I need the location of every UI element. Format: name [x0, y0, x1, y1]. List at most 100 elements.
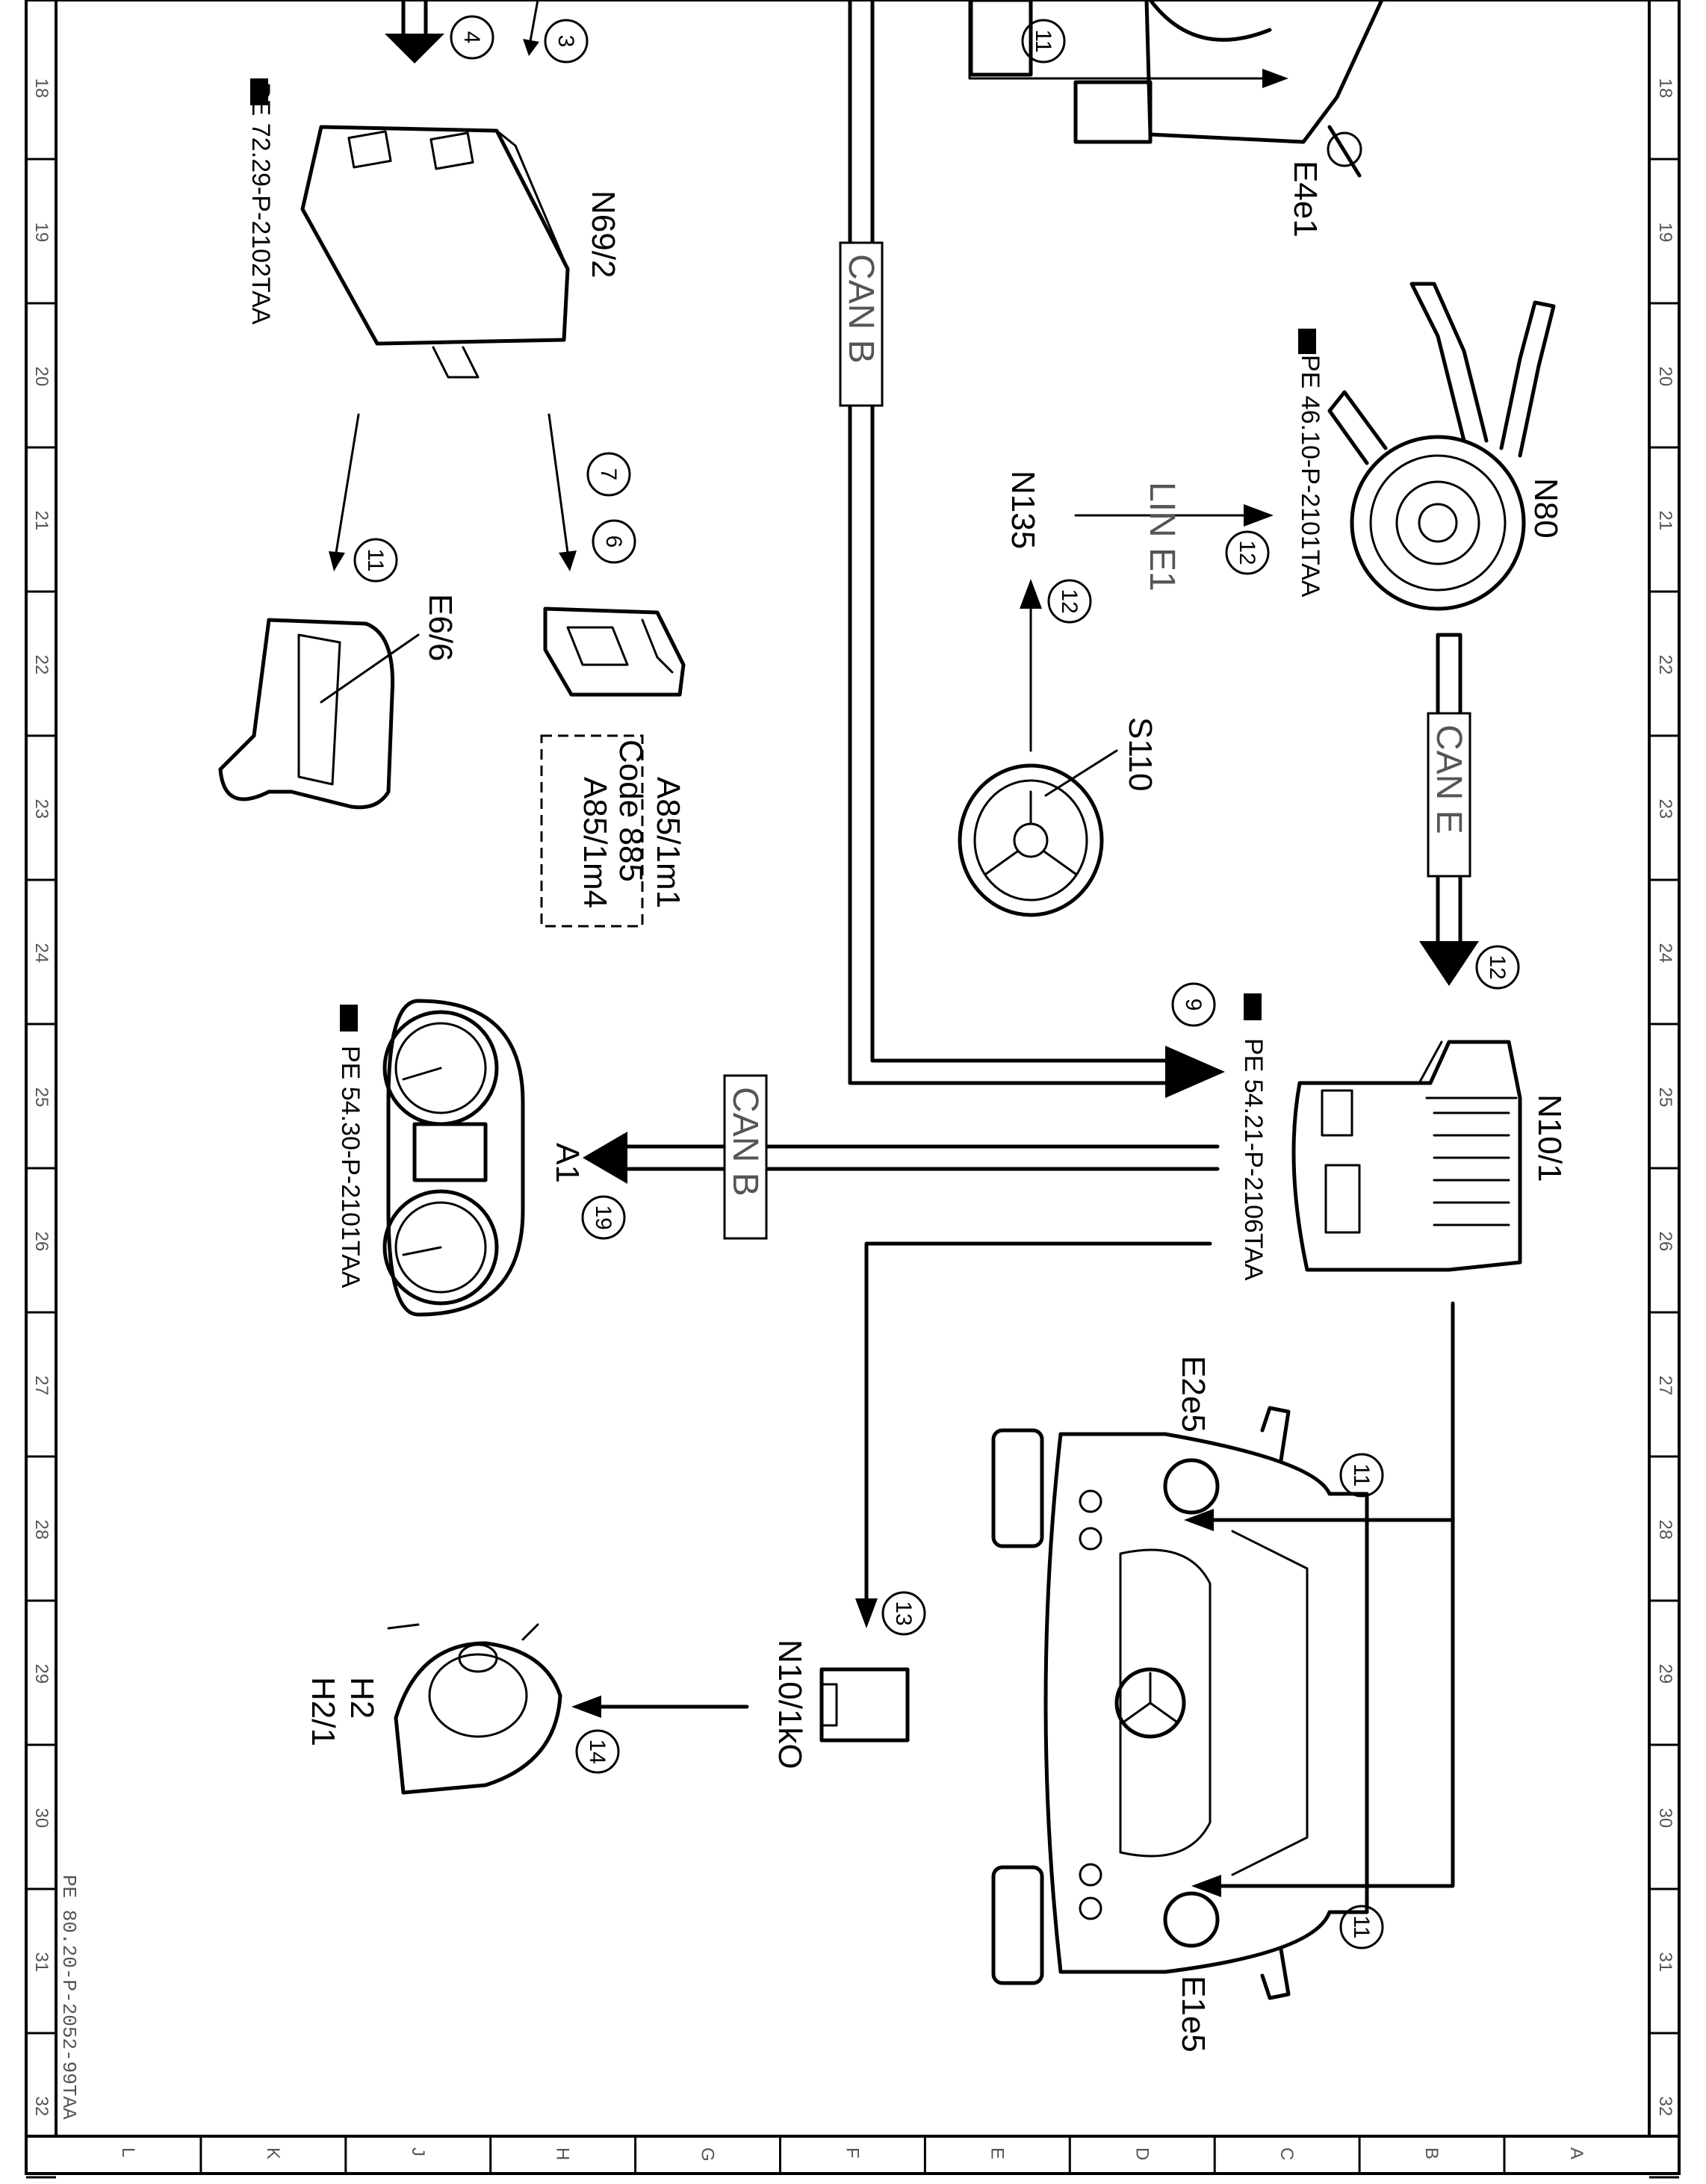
grid-column-label: C — [1277, 2147, 1297, 2160]
a85-label-3: A85/1m4 — [577, 777, 613, 908]
a85-label-1: A85/1m1 — [650, 777, 686, 908]
grid-row-label: 29 — [1655, 1664, 1675, 1684]
grid-row-label: 30 — [31, 1808, 52, 1828]
grid-row-label: 26 — [31, 1232, 52, 1252]
n10-1ko-relay — [819, 1667, 910, 1743]
s110-label: S110 — [1122, 717, 1158, 792]
signal-number-3: 3 — [544, 19, 589, 63]
grid-column-label: J — [408, 2147, 428, 2156]
signal-number-text: 12 — [1485, 955, 1510, 979]
grid-row-label: 28 — [31, 1520, 52, 1540]
n69-2-doc-ref: PE 72.29-P-2102TAA — [246, 82, 275, 325]
grid-row-label: 31 — [1655, 1952, 1675, 1973]
signal-number-6: 6 — [592, 519, 636, 564]
e4e1-vehicle-corner — [969, 0, 1384, 178]
signal-number-text: 7 — [596, 468, 621, 481]
svg-text:CAN B: CAN B — [725, 1087, 765, 1197]
grid-column-label: K — [263, 2147, 283, 2159]
signal-number-text: 6 — [601, 536, 626, 548]
grid-row-label: 22 — [1655, 655, 1675, 675]
pointing-hand-icon — [1244, 993, 1262, 1020]
signal-number-text: 3 — [553, 35, 578, 48]
grid-row-label: 27 — [31, 1376, 52, 1396]
grid-column-label: D — [1132, 2147, 1152, 2160]
pointing-hand-icon — [340, 1005, 358, 1031]
vehicle-front-view — [991, 1406, 1369, 2000]
grid-row-label: 32 — [31, 2097, 52, 2117]
signal-number-11: 11 — [1339, 1905, 1384, 1949]
e1e5-label: E1e5 — [1175, 1976, 1212, 2053]
signal-number-11: 11 — [353, 538, 398, 583]
signal-number-text: 12 — [1235, 540, 1259, 565]
grid-column-label: G — [698, 2147, 718, 2162]
grid-row-label: 23 — [31, 799, 52, 819]
n10-1ko-label: N10/1kO — [772, 1639, 808, 1769]
signal-number-text: 11 — [1349, 1915, 1374, 1938]
grid-row-label: 28 — [1655, 1520, 1675, 1540]
grid-row-label: 19 — [31, 223, 52, 243]
signal-number-4: 4 — [450, 15, 494, 60]
n10-1-label: N10/1 — [1531, 1094, 1568, 1182]
grid-row-label: 24 — [1655, 943, 1675, 964]
grid-column-label: B — [1421, 2147, 1442, 2159]
bus-lin-e1: LIN E1 — [1142, 482, 1182, 592]
grid-column-label: L — [118, 2147, 138, 2157]
signal-number-13: 13 — [881, 1591, 926, 1636]
a85-label-2: Code 885 — [612, 739, 649, 882]
grid-row-label: 21 — [31, 511, 52, 531]
bus-can-b-top: CAN B — [839, 241, 884, 407]
signal-number-text: 11 — [1349, 1463, 1374, 1486]
e2e5-label: E2e5 — [1175, 1356, 1212, 1433]
svg-text:CAN B: CAN B — [841, 254, 881, 364]
n135-label: N135 — [1005, 471, 1041, 549]
a1-doc-ref: PE 54.30-P-2101TAA — [336, 1046, 365, 1288]
signal-number-12: 12 — [1475, 945, 1520, 990]
document-reference: PE 80.20-P-2052-99TAA — [58, 1875, 80, 2120]
signal-number-11: 11 — [1339, 1453, 1384, 1498]
a1-label: A1 — [549, 1143, 586, 1183]
grid-row-label: 27 — [1655, 1376, 1675, 1396]
a85-actuator — [540, 607, 686, 928]
grid-row-label: 22 — [31, 655, 52, 675]
grid-row-label: 18 — [1655, 78, 1675, 99]
signal-number-19: 19 — [581, 1195, 626, 1240]
h2-1-label: H2/1 — [305, 1677, 341, 1746]
signal-number-text: 12 — [1057, 589, 1082, 613]
e6-6-label: E6/6 — [422, 594, 459, 662]
grid-row-label: 18 — [31, 78, 52, 99]
signal-number-12: 12 — [1047, 579, 1092, 624]
grid-row-label: 19 — [1655, 223, 1675, 243]
signal-number-7: 7 — [586, 452, 631, 497]
pointing-hand-icon — [1298, 329, 1316, 354]
grid-row-label: 24 — [31, 943, 52, 964]
n10-1-doc-ref: PE 54.21-P-2106TAA — [1239, 1038, 1268, 1281]
signal-number-9: 9 — [1171, 982, 1216, 1027]
signal-number-text: 19 — [591, 1205, 615, 1229]
bus-can-b-mid: CAN B — [723, 1074, 768, 1240]
e6-6-mirror — [218, 618, 420, 810]
grid-row-label: 20 — [1655, 367, 1675, 387]
n10-1-sam-module — [1291, 1040, 1522, 1272]
grid-row-label: 31 — [31, 1952, 52, 1973]
signal-number-text: 13 — [891, 1601, 916, 1625]
drawing-frame — [25, 0, 1681, 2175]
grid-row-label: 30 — [1655, 1808, 1675, 1828]
grid-row-label: 26 — [1655, 1232, 1675, 1252]
n80-steering-column-module — [1327, 282, 1556, 611]
signal-number-11: 11 — [1021, 19, 1066, 63]
grid-row-label: 21 — [1655, 511, 1675, 531]
signal-number-12: 12 — [1225, 530, 1270, 575]
h2-label: H2 — [344, 1677, 380, 1719]
grid-column-label: E — [987, 2147, 1007, 2159]
svg-text:CAN E: CAN E — [1429, 725, 1468, 834]
grid-row-label: 25 — [31, 1088, 52, 1108]
signal-number-text: 11 — [363, 548, 388, 571]
h2-horn — [387, 1623, 562, 1795]
grid-column-label: F — [842, 2147, 862, 2159]
grid-row-label: 20 — [31, 367, 52, 387]
bus-can-e: CAN E — [1427, 712, 1471, 878]
signal-number-text: 4 — [459, 31, 484, 44]
